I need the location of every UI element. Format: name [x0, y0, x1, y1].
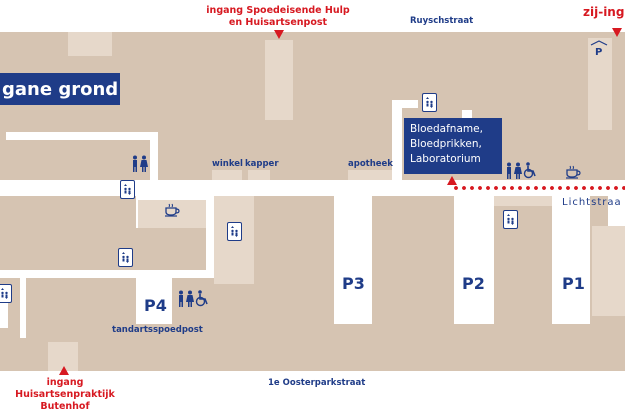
- corridor-lab-top: [392, 100, 418, 108]
- coffee-icon: [165, 202, 181, 221]
- info-sign-lab[interactable]: Bloedafname, Bloedprikken, Laboratorium: [404, 118, 502, 174]
- building-top-block: [0, 32, 612, 180]
- entrance-label-top-right[interactable]: zij-ing: [583, 5, 625, 19]
- wheelchair-icon: [523, 162, 537, 183]
- label-tandartsspoedpost: tandartsspoedpost: [112, 325, 203, 335]
- toilet-icon: [505, 162, 523, 184]
- entrance-label-top-center[interactable]: ingang Spoedeisende Hulp en Huisartsenpo…: [206, 5, 350, 28]
- coffee-icon: [566, 164, 582, 183]
- building-lower-block: [0, 196, 625, 371]
- street-bottom: 1e Oosterparkstraat: [268, 378, 366, 388]
- wheelchair-icon: [195, 290, 209, 311]
- route-dotted-line: [452, 186, 625, 190]
- parking-p4[interactable]: P4: [144, 296, 167, 315]
- room-kapper: [248, 170, 270, 180]
- parking-p3[interactable]: P3: [342, 274, 365, 293]
- street-top: Ruyschstraat: [410, 16, 474, 26]
- corridor-right-strip: [608, 196, 625, 226]
- elevator-icon: [0, 284, 12, 303]
- corridor-to-lab: [392, 100, 402, 180]
- building-right-column: [612, 32, 625, 182]
- left-corridor-top: [6, 132, 158, 140]
- room-entrance-corridor: [265, 40, 293, 120]
- entrance-arrow-icon: [274, 30, 284, 39]
- elevator-icon: [227, 222, 242, 241]
- room-right-column: [588, 38, 612, 130]
- room-between-p2-p1: [494, 196, 552, 206]
- label-apotheek: apotheek: [348, 159, 393, 169]
- lower-left-vertical: [206, 196, 214, 278]
- parking-icon-letter: P: [595, 47, 602, 56]
- label-kapper: kapper: [245, 159, 279, 169]
- lower-left-corridor: [0, 270, 210, 278]
- corridor-small-left: [0, 288, 8, 328]
- label-winkel: winkel: [212, 159, 243, 169]
- corridor-p2: [454, 196, 494, 324]
- elevator-icon: [503, 210, 518, 229]
- info-sign-text: Bloedafname, Bloedprikken, Laboratorium: [410, 123, 483, 165]
- elevator-icon: [118, 248, 133, 267]
- corridor-lower-left-edge: [20, 278, 26, 338]
- left-corridor-vertical: [150, 132, 158, 196]
- entrance-arrow-icon: [59, 366, 69, 375]
- main-corridor: [150, 180, 625, 196]
- room-right-lower: [592, 226, 625, 316]
- floor-title-badge: gane grond: [0, 73, 120, 105]
- entrance-label-bottom-left[interactable]: ingang Huisartsenpraktijk Butenhof: [15, 377, 115, 412]
- corridor-small-top-right: [462, 110, 472, 124]
- toilet-icon: [177, 290, 195, 312]
- elevator-icon: [120, 180, 135, 199]
- corridor-p3: [334, 196, 372, 324]
- parking-icon: P: [590, 40, 608, 58]
- corridor-p4: [136, 278, 172, 324]
- corridor-p1: [552, 196, 590, 324]
- street-right: Lichtstraa: [562, 197, 622, 208]
- toilet-icon: [131, 155, 149, 177]
- room-top-left: [68, 32, 112, 56]
- parking-p1[interactable]: P1: [562, 274, 585, 293]
- elevator-icon: [422, 93, 437, 112]
- room-winkel: [212, 170, 242, 180]
- entrance-arrow-icon: [612, 28, 622, 37]
- parking-p2[interactable]: P2: [462, 274, 485, 293]
- room-apotheek: [348, 170, 392, 180]
- floor-title: gane grond: [2, 78, 119, 100]
- entrance-arrow-icon: [447, 176, 457, 185]
